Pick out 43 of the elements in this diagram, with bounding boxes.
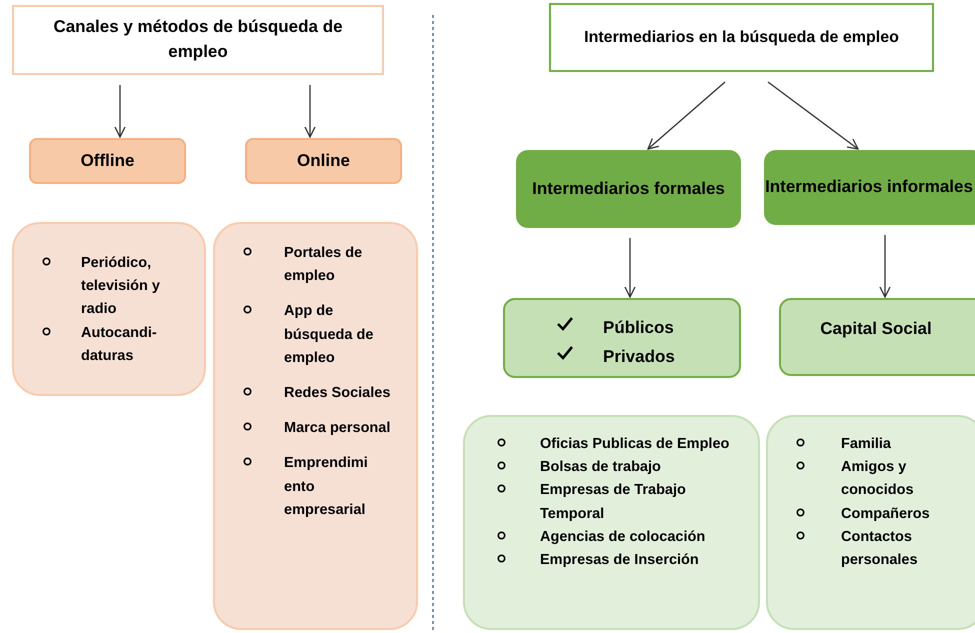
arrow bbox=[647, 82, 726, 150]
list-item: Emprendimi ento empresarial bbox=[284, 454, 369, 520]
box-title: Capital Social bbox=[820, 318, 933, 340]
category-box bbox=[503, 298, 741, 378]
box-title: Online bbox=[297, 150, 350, 172]
list-item: Empresas de Trabajo Temporal bbox=[540, 481, 687, 524]
arrow bbox=[879, 235, 891, 298]
arrow bbox=[114, 85, 126, 138]
title-box bbox=[549, 3, 934, 72]
title-box bbox=[12, 5, 384, 75]
list-item: Portales de empleo bbox=[284, 244, 364, 286]
list-item: App de búsqueda de empleo bbox=[284, 302, 374, 368]
category-box bbox=[29, 138, 186, 184]
box-title: Intermediarios en la búsqueda de empleo bbox=[583, 28, 900, 48]
list-item: Familia bbox=[841, 435, 892, 454]
box-title: Offline bbox=[80, 150, 134, 172]
category-box bbox=[245, 138, 402, 184]
arrow bbox=[304, 85, 316, 138]
list-item: Autocandi- daturas bbox=[81, 324, 158, 366]
list-panel bbox=[213, 222, 418, 630]
list-item: Marca personal bbox=[284, 419, 392, 438]
box-title: Intermediarios formales bbox=[532, 178, 725, 200]
list-item: Periódico, televisión y radio bbox=[81, 254, 161, 320]
list-item: Compañeros bbox=[841, 504, 931, 524]
category-box bbox=[764, 150, 975, 225]
box-title: Canales y métodos de búsqueda de empleo bbox=[52, 16, 344, 63]
list-item: Contactos personales bbox=[841, 528, 919, 570]
list-item: Amigos y conocidos bbox=[841, 458, 915, 500]
category-box bbox=[779, 298, 975, 376]
list-panel bbox=[463, 415, 760, 630]
list-item: Oficias Publicas de Empleo bbox=[540, 435, 730, 454]
list-item: Bolsas de trabajo bbox=[540, 458, 662, 478]
list-item: Públicos bbox=[603, 317, 675, 339]
arrow bbox=[624, 238, 636, 298]
category-box bbox=[516, 150, 741, 228]
arrow bbox=[768, 81, 859, 150]
list-item: Empresas de Inserción bbox=[540, 550, 700, 570]
list-panel bbox=[766, 415, 975, 630]
list-item: Agencias de colocación bbox=[540, 528, 706, 547]
box-title: Intermediarios informales bbox=[765, 176, 974, 198]
list-item: Privados bbox=[603, 346, 676, 368]
list-panel bbox=[12, 222, 206, 396]
list-item: Redes Sociales bbox=[284, 384, 392, 403]
